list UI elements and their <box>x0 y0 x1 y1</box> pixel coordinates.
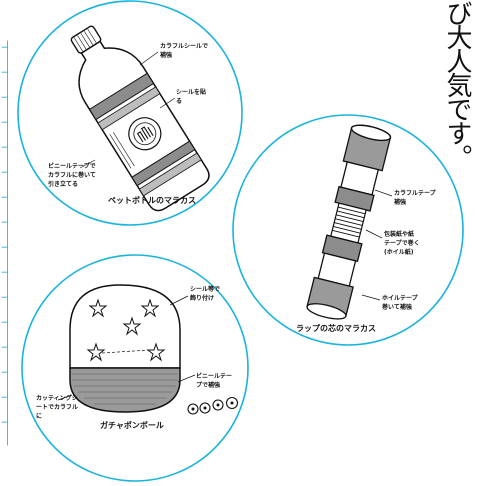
bottle-drawing <box>70 25 210 212</box>
ball-callout-2: ビニールテー <box>196 372 232 380</box>
ball-callout-3: カッティングシ <box>36 394 78 402</box>
tube-callout-2: 包装紙や紙 <box>384 230 414 238</box>
tube-circle <box>232 114 464 346</box>
svg-text:引き立てる: 引き立てる <box>48 180 78 188</box>
margin-ruler <box>1 40 8 446</box>
svg-text:補強: 補強 <box>159 51 172 59</box>
bottle-title: ペットボトルのマラカス <box>108 195 196 205</box>
svg-text:に: に <box>36 413 42 420</box>
ball-callout-1: シール等で <box>190 285 220 293</box>
svg-text:カラフルに巻いて: カラフルに巻いて <box>48 171 96 179</box>
svg-text:巻いて補強: 巻いて補強 <box>382 303 412 311</box>
bottle-callout-2: シールを貼 <box>176 88 206 96</box>
bottle-circle <box>17 0 243 226</box>
tube-title: ラップの芯のマラカス <box>296 323 376 333</box>
vertical-body-text: び大人気です。 <box>442 0 472 168</box>
svg-text:ートでカラフル: ートでカラフル <box>36 404 78 411</box>
beads <box>187 396 239 415</box>
capsule-top <box>69 284 181 369</box>
svg-text:テープで巻く: テープで巻く <box>384 239 420 247</box>
bottle-illustration: カラフルシールで 補強 シールを貼 る ビニールテープで カラフルに巻いて 引き… <box>17 0 243 226</box>
ball-illustration: シール等で 飾り付け ビニールテー プで補強 カッティングシ ートでカラフル に… <box>21 254 249 482</box>
ball-title: ガチャポンボール <box>100 420 164 430</box>
svg-text:プで補強: プで補強 <box>196 381 220 389</box>
tube-callout-3: ホイルテープ <box>382 294 419 302</box>
tube-illustration: カラフルテープ 補強 包装紙や紙 テープで巻く (ホイル紙) ホイルテープ 巻い… <box>232 114 464 346</box>
svg-text:(ホイル紙): (ホイル紙) <box>384 248 414 256</box>
svg-text:る: る <box>176 98 182 105</box>
tube-drawing <box>306 124 392 320</box>
capsule-bottom <box>69 367 181 413</box>
bottle-callout-3: ビニールテープで <box>48 162 96 170</box>
tube-callout-1: カラフルテープ <box>394 189 437 197</box>
svg-text:飾り付け: 飾り付け <box>190 294 214 302</box>
ball-circle <box>21 254 249 482</box>
bottle-callout-1: カラフルシールで <box>160 43 208 50</box>
svg-text:補強: 補強 <box>393 198 406 206</box>
